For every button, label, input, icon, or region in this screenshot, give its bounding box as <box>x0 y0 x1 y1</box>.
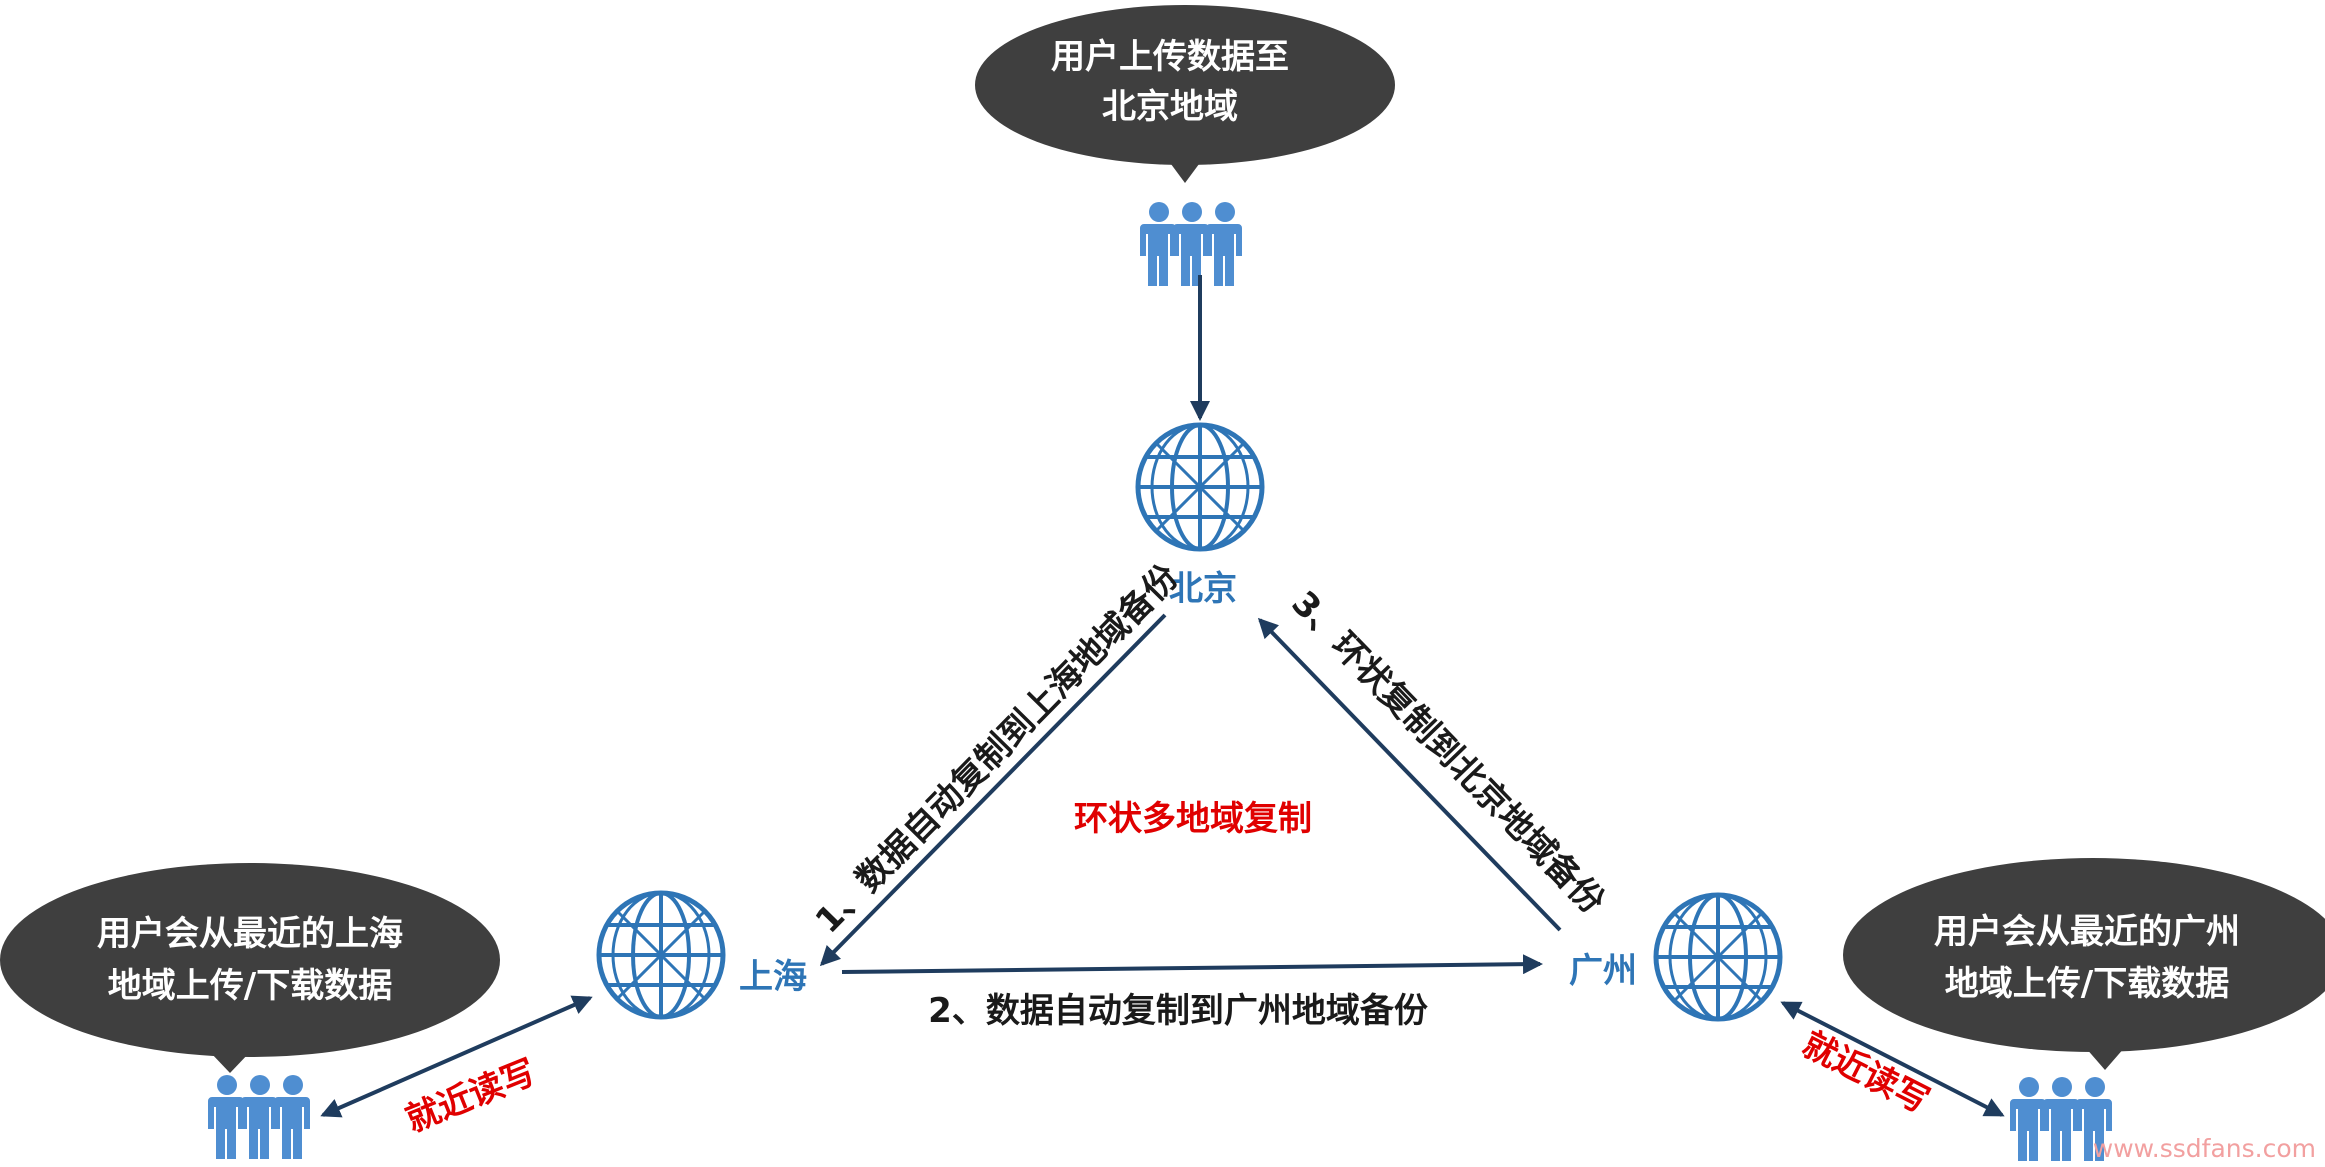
globe-icon <box>1656 895 1780 1019</box>
city-label-shanghai: 上海 <box>739 957 807 997</box>
edge-shanghai-to-guangzhou <box>841 954 1543 975</box>
city-label-beijing: 北京 <box>1169 569 1237 609</box>
globe-icon <box>1138 425 1262 549</box>
bubble-shanghai-line1: 用户会从最近的上海 <box>97 914 403 954</box>
globe-icon <box>599 893 723 1017</box>
bubble-beijing-line2: 北京地域 <box>1102 87 1238 127</box>
bubble-shanghai: 用户会从最近的上海 地域上传/下载数据 <box>0 863 500 1073</box>
bubble-guangzhou-line2: 地域上传/下载数据 <box>1945 964 2229 1004</box>
edge-beijing-to-shanghai <box>819 613 1167 967</box>
bubble-beijing: 用户上传数据至 北京地域 <box>975 5 1395 183</box>
bubble-shanghai-line2: 地域上传/下载数据 <box>108 966 392 1006</box>
users-group-icon <box>1140 202 1242 286</box>
city-label-guangzhou: 广州 <box>1569 951 1637 991</box>
bubble-guangzhou-line1: 用户会从最近的广州 <box>1934 912 2240 952</box>
local-rw-arrow-guangzhou <box>1780 1001 2005 1117</box>
center-title: 环状多地域复制 <box>1074 799 1312 839</box>
bubble-beijing-line1: 用户上传数据至 <box>1051 37 1289 77</box>
edge-label-1: 1、数据自动复制到上海地域备份 <box>808 557 1187 941</box>
local-rw-label-shanghai: 就近读写 <box>400 1052 541 1140</box>
bubble-guangzhou: 用户会从最近的广州 地域上传/下载数据 <box>1843 858 2325 1070</box>
watermark: www.ssdfans.com <box>2093 1134 2316 1163</box>
edge-guangzhou-to-beijing <box>1257 617 1562 932</box>
local-rw-arrow-shanghai <box>320 995 593 1118</box>
users-group-icon <box>208 1075 310 1159</box>
edge-label-2: 2、数据自动复制到广州地域备份 <box>928 991 1428 1031</box>
local-rw-label-guangzhou: 就近读写 <box>1796 1024 1935 1121</box>
edge-label-3: 3、环状复制到北京地域备份 <box>1284 583 1613 921</box>
